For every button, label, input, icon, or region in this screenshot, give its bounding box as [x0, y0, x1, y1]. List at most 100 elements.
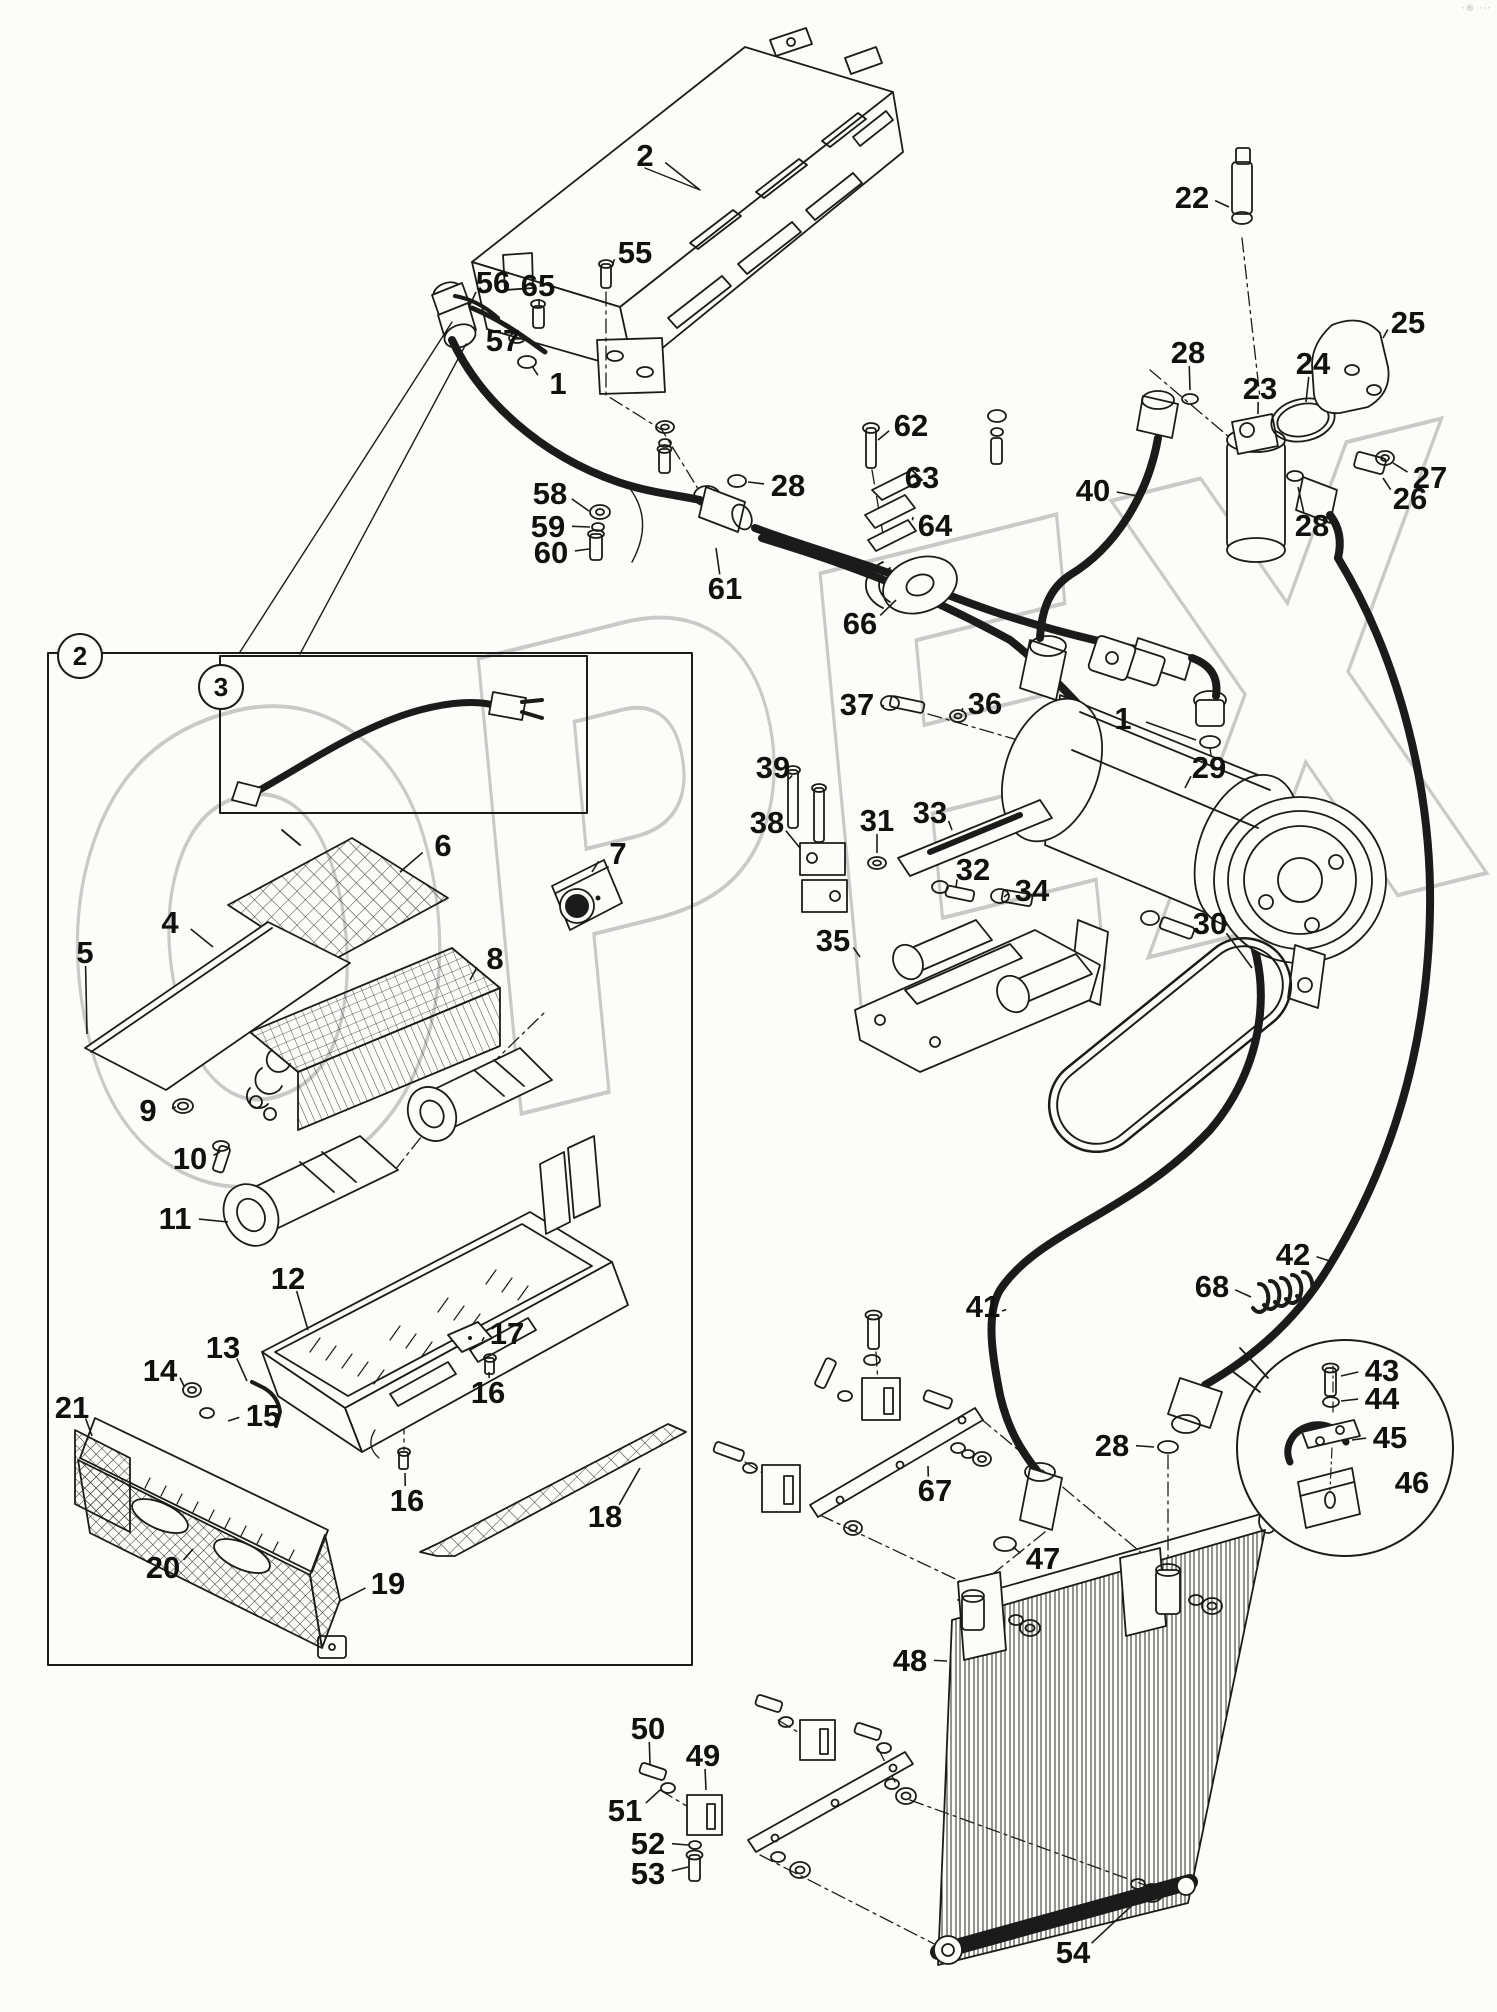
- callout-46-42: 46: [1395, 1465, 1429, 1500]
- leader-line: [877, 430, 890, 441]
- leader-line: [955, 879, 958, 889]
- leader-line: [469, 291, 477, 306]
- callout-number: 1: [1114, 701, 1131, 736]
- clamp-detail-circle: [1227, 1339, 1454, 1557]
- evaporator-enclosure: [471, 27, 904, 395]
- callout-6-66: 6: [399, 828, 452, 873]
- callout-number: 8: [486, 941, 503, 976]
- callout-30-35: 30: [1193, 906, 1253, 969]
- leader-line: [399, 851, 424, 873]
- leader-line: [1382, 477, 1392, 491]
- leader-line: [469, 966, 478, 981]
- callout-number: 44: [1365, 1381, 1400, 1416]
- hose-41: [758, 534, 1265, 1476]
- callout-number: 22: [1175, 180, 1209, 215]
- callout-5-65: 5: [76, 935, 94, 1035]
- callout-1-26: 1: [1114, 701, 1197, 741]
- leader-line: [571, 525, 591, 528]
- callout-37-24: 37: [840, 687, 885, 722]
- callout-number: 28: [1295, 508, 1329, 543]
- callout-number: 15: [246, 1398, 280, 1433]
- callout-number: 5: [76, 935, 93, 970]
- callout-1-5: 1: [531, 365, 567, 401]
- callout-66-23: 66: [843, 599, 897, 641]
- callout-39-28: 39: [756, 750, 793, 785]
- callout-61-22: 61: [708, 547, 742, 606]
- callout-28-12: 28: [1171, 335, 1205, 391]
- callout-number: 4: [161, 905, 179, 940]
- leader-line: [1003, 892, 1010, 898]
- leader-line: [664, 161, 701, 191]
- callout-2-72: 2: [57, 633, 103, 679]
- leader-line: [213, 1151, 221, 1156]
- leader-line: [1340, 1371, 1359, 1377]
- leader-line: [1145, 721, 1197, 741]
- leader-line: [1188, 365, 1191, 391]
- callout-number: 11: [159, 1201, 192, 1236]
- callout-43-39: 43: [1340, 1353, 1399, 1388]
- callout-64-20: 64: [911, 508, 953, 543]
- leader-line: [671, 1866, 689, 1872]
- callout-number: 25: [1391, 305, 1425, 340]
- callout-number: 30: [1193, 906, 1227, 941]
- callout-26-16: 26: [1382, 477, 1427, 516]
- callout-17-57: 17: [481, 1316, 524, 1351]
- callout-4-64: 4: [161, 905, 214, 948]
- bottom-housing: [74, 1417, 347, 1659]
- callout-11-71: 11: [159, 1201, 229, 1236]
- leader-line: [1382, 329, 1389, 339]
- callout-number: 43: [1365, 1353, 1399, 1388]
- callout-57-4: 57: [486, 323, 527, 358]
- leader-line: [1297, 486, 1305, 513]
- callout-67-45: 67: [918, 1465, 952, 1508]
- callout-36-25: 36: [961, 686, 1002, 721]
- condenser-bracket-lower: [638, 1694, 917, 1882]
- callout-number: 16: [390, 1483, 424, 1518]
- bolt-37-washer-36: [880, 695, 967, 723]
- leader-line: [879, 599, 897, 617]
- callout-number: 13: [206, 1330, 240, 1365]
- callout-48-46: 48: [893, 1643, 948, 1678]
- leader-line: [198, 1218, 229, 1223]
- callout-65-3: 65: [521, 268, 555, 307]
- callout-number: 26: [1393, 481, 1427, 516]
- callout-45-41: 45: [1351, 1420, 1407, 1455]
- inset-box-2: [47, 652, 693, 1666]
- callout-number: 1: [549, 366, 566, 401]
- callout-62-18: 62: [877, 408, 928, 443]
- callout-60-8: 60: [534, 535, 590, 570]
- leader-line: [182, 1548, 194, 1561]
- callout-55-1: 55: [611, 235, 652, 270]
- leader-line: [906, 483, 917, 489]
- callout-15-56: 15: [227, 1398, 280, 1433]
- callout-56-2: 56: [469, 265, 510, 306]
- thermostat-control: [551, 859, 623, 931]
- leader-line: [227, 1416, 240, 1422]
- leader-line: [295, 1290, 309, 1331]
- leader-line: [1184, 775, 1192, 789]
- callout-13-54: 13: [206, 1330, 248, 1382]
- callout-number: 58: [533, 476, 567, 511]
- callout-31-30: 31: [860, 803, 894, 853]
- leader-line: [481, 1336, 485, 1342]
- callout-9-69: 9: [139, 1093, 177, 1128]
- leader-line: [1001, 1308, 1007, 1312]
- callout-35-34: 35: [816, 923, 861, 958]
- callout-number: 49: [686, 1738, 720, 1773]
- corner-watermark-text: ·® ···: [1461, 4, 1491, 14]
- leader-line: [1316, 1255, 1334, 1263]
- callout-circle: [198, 664, 244, 710]
- hose-insulator-cylinders: [222, 1047, 553, 1247]
- callout-28-17: 28: [1295, 486, 1329, 543]
- callout-number: 24: [1296, 346, 1331, 381]
- receiver-drier-group: [1226, 147, 1395, 563]
- leader-line: [1351, 1437, 1367, 1441]
- callout-51-49: 51: [608, 1789, 661, 1828]
- callout-41-38: 41: [966, 1289, 1007, 1324]
- leader-line: [933, 1659, 948, 1662]
- leader-line: [785, 830, 801, 849]
- leader-line: [1091, 1895, 1143, 1944]
- callout-24-11: 24: [1296, 346, 1331, 403]
